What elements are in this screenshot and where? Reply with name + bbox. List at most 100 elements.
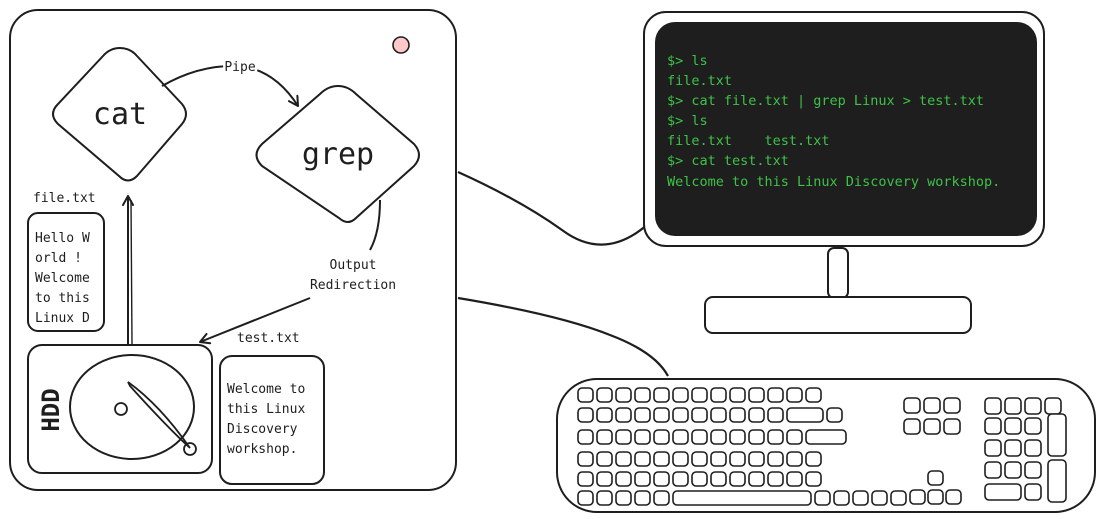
output-file-line: Discovery	[227, 422, 298, 437]
keyboard-key	[1024, 417, 1042, 435]
input-file-line: Hello W	[35, 231, 90, 246]
keyboard-key	[805, 387, 822, 403]
keyboard-key	[984, 439, 1002, 457]
keyboard-key	[767, 471, 784, 487]
keyboard-key	[577, 429, 594, 445]
keyboard-key	[748, 429, 765, 445]
keyboard-key	[634, 387, 651, 403]
keyboard-key	[943, 397, 961, 414]
keyboard-key	[984, 483, 1022, 501]
process-cat: cat	[52, 46, 187, 182]
keyboard-key	[596, 429, 613, 445]
keyboard-key	[984, 417, 1002, 435]
process-grep-label: grep	[302, 137, 374, 172]
keyboard-key	[710, 407, 727, 423]
terminal-screen	[655, 22, 1037, 236]
svg-text:Welcome to this Linux: Welcome to this Linux Discovery workshop…	[227, 382, 313, 457]
keyboard-key	[805, 451, 822, 467]
keyboard	[556, 378, 1096, 513]
keyboard-key	[615, 451, 632, 467]
keyboard-key	[927, 470, 944, 486]
keyboard-key	[805, 471, 822, 487]
svg-text:file.txt test.txt: file.txt test.txt	[667, 133, 830, 149]
keyboard-key	[786, 387, 803, 403]
svg-text:$> cat file.txt | grep Linux >: $> cat file.txt | grep Linux > test.txt	[667, 93, 984, 109]
keyboard-key	[615, 490, 632, 506]
input-file-box: Hello W orld ! Welcome to this Linux D	[27, 212, 105, 332]
keyboard-key	[634, 471, 651, 487]
keyboard-key	[786, 471, 803, 487]
pipe-label: Pipe	[224, 60, 255, 75]
keyboard-key	[786, 407, 824, 423]
keyboard-key	[596, 471, 613, 487]
keyboard-key	[1024, 397, 1042, 415]
keyboard-key	[596, 451, 613, 467]
keyboard-key	[748, 407, 765, 423]
keyboard-key	[672, 429, 689, 445]
hdd-label: HDD	[37, 388, 65, 431]
svg-text:$> ls: $> ls	[667, 113, 708, 129]
keyboard-key	[1024, 483, 1042, 501]
keyboard-key	[577, 407, 594, 423]
keyboard-key	[615, 471, 632, 487]
keyboard-key	[984, 461, 1002, 479]
terminal-line: $> ls	[667, 113, 708, 129]
terminal-line: $> ls	[667, 53, 708, 69]
keyboard-key	[1004, 439, 1022, 457]
keyboard-key	[923, 418, 941, 435]
keyboard-key	[927, 489, 944, 505]
keyboard-key	[672, 490, 812, 506]
keyboard-key	[729, 471, 746, 487]
keyboard-key	[748, 451, 765, 467]
keyboard-key	[943, 418, 961, 435]
terminal-line: file.txt test.txt	[667, 133, 830, 149]
keyboard-key	[984, 397, 1002, 415]
pipe-arrow	[161, 64, 299, 107]
keyboard-key	[805, 429, 847, 445]
monitor: $> ls file.txt $> cat file.txt | grep Li…	[643, 11, 1045, 334]
keyboard-key	[903, 418, 921, 435]
keyboard-key	[634, 451, 651, 467]
input-file-line: orld !	[35, 251, 82, 266]
output-file-box: Welcome to this Linux Discovery workshop…	[219, 355, 325, 485]
keyboard-key	[767, 407, 784, 423]
redirection-label-line-2: Redirection	[310, 278, 396, 293]
keyboard-key	[833, 490, 850, 506]
disk-platter-icon	[69, 354, 197, 460]
keyboard-key	[729, 407, 746, 423]
keyboard-key	[691, 471, 708, 487]
monitor-cable	[457, 170, 649, 246]
keyboard-key	[871, 490, 888, 506]
svg-text:$> cat test.txt: $> cat test.txt	[667, 153, 789, 169]
hdd: HDD	[27, 344, 213, 474]
keyboard-key	[634, 407, 651, 423]
process-cat-label: cat	[93, 97, 147, 132]
power-led-icon	[392, 36, 410, 54]
input-file-line: Linux D	[35, 311, 90, 326]
keyboard-key	[672, 451, 689, 467]
keyboard-key	[577, 451, 594, 467]
keyboard-key	[634, 490, 651, 506]
keyboard-key	[852, 490, 869, 506]
keyboard-key	[653, 490, 670, 506]
svg-text:Hello W orld ! Wel: Hello W orld ! Welcome to this Linux D	[35, 231, 98, 326]
keyboard-key	[653, 407, 670, 423]
keyboard-key	[577, 471, 594, 487]
keyboard-key	[710, 471, 727, 487]
svg-text:$> ls: $> ls	[667, 53, 708, 69]
redirection-arrow-upper	[369, 199, 381, 251]
keyboard-key	[826, 407, 843, 423]
svg-text:file.txt: file.txt	[667, 73, 732, 89]
terminal-line: file.txt	[667, 73, 732, 89]
output-file-line: workshop.	[227, 442, 297, 457]
terminal-line: $> cat test.txt	[667, 153, 789, 169]
output-file-line: Welcome to	[227, 382, 305, 397]
keyboard-key	[767, 451, 784, 467]
keyboard-key	[653, 471, 670, 487]
monitor-stand	[704, 296, 972, 334]
redirection-arrow-lower	[199, 297, 311, 345]
keyboard-key	[615, 429, 632, 445]
keyboard-key	[691, 407, 708, 423]
keyboard-key	[691, 387, 708, 403]
keyboard-key	[945, 489, 962, 505]
